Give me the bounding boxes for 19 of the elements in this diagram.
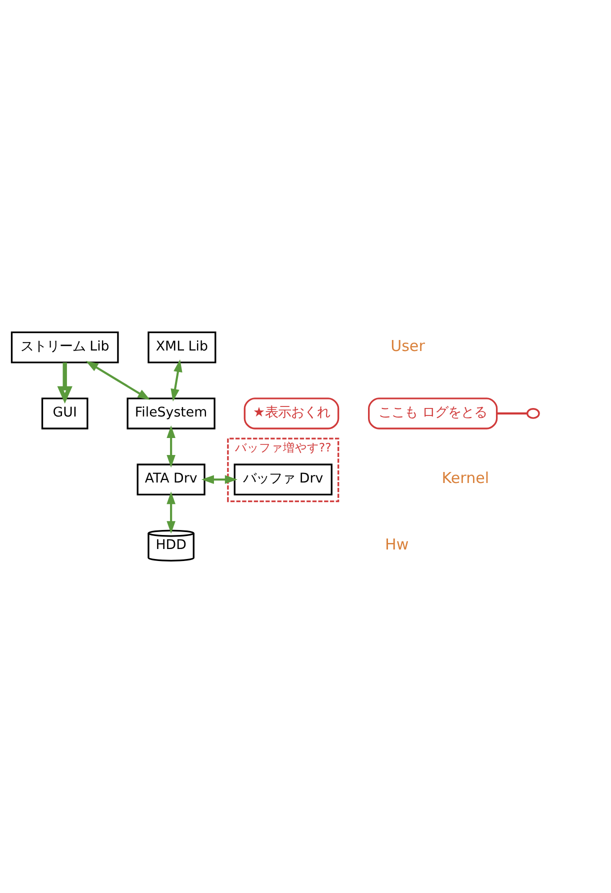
node-box: ここも ログをとる [368, 398, 498, 430]
label: Kernel [442, 469, 490, 488]
connector [497, 412, 528, 414]
label: User [390, 337, 425, 356]
arrow [86, 360, 150, 400]
node-box: ★表示おくれ [244, 398, 340, 430]
node-box: ストリーム Lib [10, 332, 119, 364]
node-circle [526, 408, 540, 419]
arrow [166, 492, 176, 534]
arrow [170, 359, 182, 402]
node-box: バッファ Drv [234, 464, 332, 496]
arrow [201, 475, 238, 484]
arrow [57, 362, 72, 404]
node-box: ATA Drv [136, 464, 206, 496]
node-box: FileSystem [126, 398, 216, 430]
arrow [166, 425, 176, 468]
node-box: XML Lib [148, 332, 216, 364]
node-box: GUI [41, 398, 88, 430]
label: Hw [385, 535, 409, 554]
